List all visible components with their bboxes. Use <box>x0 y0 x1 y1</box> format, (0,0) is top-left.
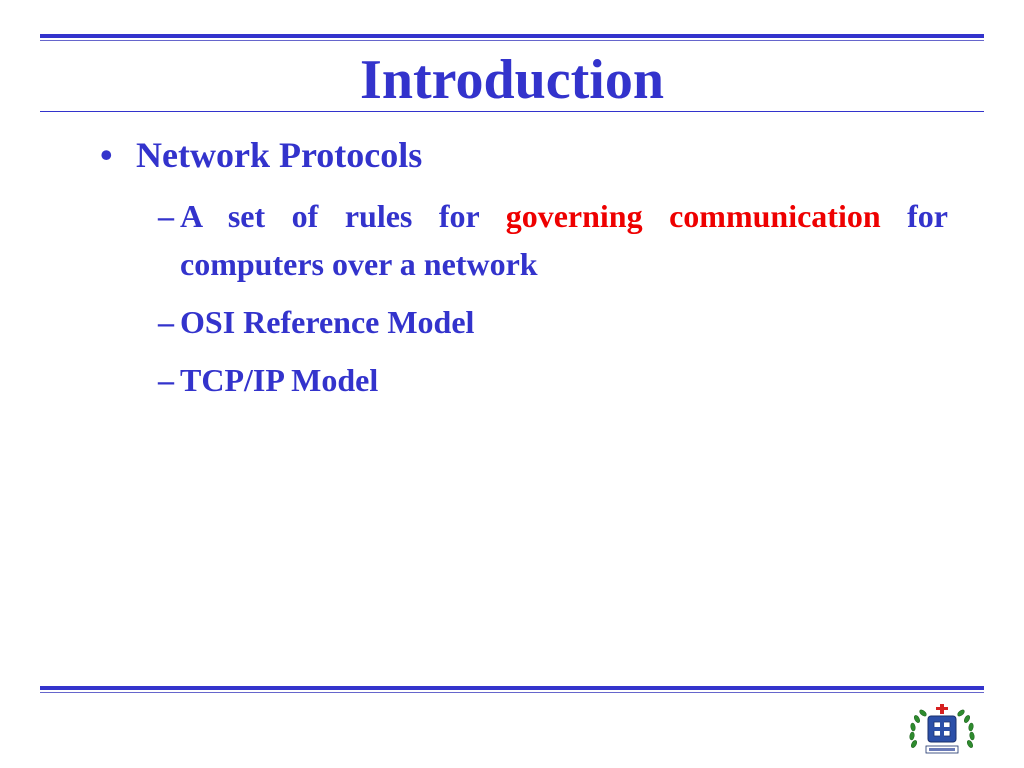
title-underline <box>40 111 984 112</box>
sub-item-tcpip-model: – TCP/IP Model <box>158 356 948 404</box>
sub-item-marker: – <box>158 198 174 234</box>
university-crest-icon <box>909 704 975 754</box>
sub-item-text: A set of rules for governing communicati… <box>158 192 948 288</box>
top-border-thin <box>40 40 984 41</box>
sub-item-definition: – A set of rules for governing communica… <box>158 192 948 288</box>
sub-item-text: TCP/IP Model <box>180 362 379 398</box>
highlighted-phrase: governing communication <box>505 198 881 234</box>
bottom-border-thick <box>40 686 984 690</box>
sub-item-marker: – <box>158 304 174 340</box>
top-border-thick <box>40 34 984 38</box>
definition-text-end: for computers over a network <box>180 198 949 282</box>
sub-item-osi-model: – OSI Reference Model <box>158 298 948 346</box>
bullet-network-protocols: • Network Protocols <box>100 134 422 176</box>
definition-text-start: A set of rules for <box>180 198 506 234</box>
bullet-text: Network Protocols <box>136 135 423 175</box>
slide-title: Introduction <box>360 49 664 111</box>
bottom-border-thin <box>40 692 984 693</box>
sub-item-marker: – <box>158 362 174 398</box>
bullet-marker: • <box>100 135 113 175</box>
sub-item-text: OSI Reference Model <box>180 304 475 340</box>
